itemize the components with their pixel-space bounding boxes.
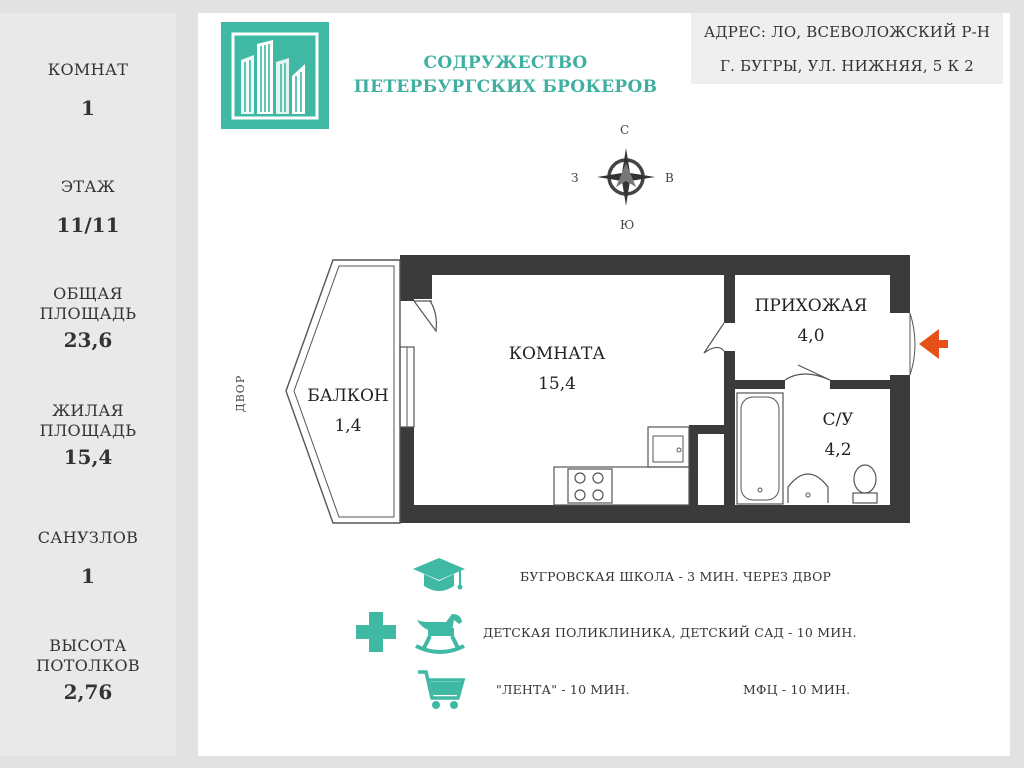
address-line: Г. БУГРЫ, УЛ. НИЖНЯЯ, 5 К 2 bbox=[719, 57, 975, 75]
spec-label: ВЫСОТА bbox=[49, 636, 127, 655]
spec-living-area: ЖИЛАЯ ПЛОЩАДЬ 15,4 bbox=[0, 401, 176, 469]
room-area: 4,0 bbox=[797, 326, 825, 346]
shopping-cart-icon bbox=[418, 670, 466, 709]
amenity-school: БУГРОВСКАЯ ШКОЛА - 3 МИН. ЧЕРЕЗ ДВОР bbox=[520, 569, 832, 584]
room-balcony: БАЛКОН 1,4 bbox=[298, 385, 398, 437]
spec-value: 23,6 bbox=[63, 328, 113, 352]
brand-line: СОДРУЖЕСТВО bbox=[423, 53, 588, 73]
courtyard-label: ДВОР bbox=[234, 374, 248, 413]
spec-value: 15,4 bbox=[63, 445, 113, 469]
room-area: 1,4 bbox=[334, 416, 362, 436]
graduation-cap-icon bbox=[413, 558, 465, 591]
address-box: АДРЕС: ЛО, ВСЕВОЛОЖСКИЙ Р-Н Г. БУГРЫ, УЛ… bbox=[691, 13, 1003, 84]
room-area: 15,4 bbox=[538, 374, 576, 394]
room-name: С/У bbox=[822, 410, 854, 430]
room-name: КОМНАТА bbox=[508, 344, 606, 364]
spec-label: ОБЩАЯ bbox=[53, 284, 123, 303]
address-line: АДРЕС: ЛО, ВСЕВОЛОЖСКИЙ Р-Н bbox=[703, 23, 991, 41]
spec-label: ЭТАЖ bbox=[60, 177, 116, 196]
spec-total-area: ОБЩАЯ ПЛОЩАДЬ 23,6 bbox=[0, 284, 176, 352]
amenity-mfc: МФЦ - 10 МИН. bbox=[743, 682, 851, 697]
spec-label: ПОТОЛКОВ bbox=[36, 656, 140, 675]
specs-sidebar: КОМНАТ 1 ЭТАЖ 11/11 ОБЩАЯ ПЛОЩАДЬ 23,6 Ж… bbox=[0, 13, 176, 756]
main-panel: СОДРУЖЕСТВО ПЕТЕРБУРГСКИХ БРОКЕРОВ АДРЕС… bbox=[198, 13, 1010, 756]
spec-label: САНУЗЛОВ bbox=[37, 528, 139, 547]
spec-label: КОМНАТ bbox=[47, 60, 129, 79]
compass-east: В bbox=[665, 171, 674, 185]
spec-floor: ЭТАЖ 11/11 bbox=[0, 177, 176, 237]
spec-bathrooms: САНУЗЛОВ 1 bbox=[0, 528, 176, 588]
spec-value: 1 bbox=[81, 564, 95, 588]
brand-logo bbox=[221, 22, 329, 129]
spec-label: ПЛОЩАДЬ bbox=[39, 304, 137, 323]
spec-value: 2,76 bbox=[63, 680, 113, 704]
spec-label: ПЛОЩАДЬ bbox=[39, 421, 137, 440]
spec-rooms: КОМНАТ 1 bbox=[0, 60, 176, 120]
compass-west: З bbox=[571, 171, 579, 185]
room-living: КОМНАТА 15,4 bbox=[502, 343, 612, 395]
entrance-arrow-icon bbox=[919, 329, 939, 359]
brand-title: СОДРУЖЕСТВО ПЕТЕРБУРГСКИХ БРОКЕРОВ bbox=[348, 51, 663, 99]
spec-ceiling-height: ВЫСОТА ПОТОЛКОВ 2,76 bbox=[0, 636, 176, 704]
floor-plan bbox=[285, 255, 948, 524]
spec-value: 1 bbox=[81, 96, 95, 120]
compass-rose-icon bbox=[597, 148, 655, 206]
medical-cross-icon bbox=[356, 612, 396, 652]
amenity-clinic: ДЕТСКАЯ ПОЛИКЛИНИКА, ДЕТСКИЙ САД - 10 МИ… bbox=[483, 625, 857, 640]
spec-label: ЖИЛАЯ bbox=[52, 401, 124, 420]
amenity-lenta: "ЛЕНТА" - 10 МИН. bbox=[496, 682, 630, 697]
rocking-horse-icon bbox=[415, 614, 465, 654]
spec-value: 11/11 bbox=[56, 213, 120, 237]
room-name: ПРИХОЖАЯ bbox=[754, 296, 868, 316]
compass-north: С bbox=[620, 123, 630, 137]
brand-line: ПЕТЕРБУРГСКИХ БРОКЕРОВ bbox=[353, 77, 658, 97]
room-name: БАЛКОН bbox=[307, 386, 389, 406]
room-hallway: ПРИХОЖАЯ 4,0 bbox=[746, 295, 876, 347]
room-area: 4,2 bbox=[824, 440, 852, 460]
compass-south: Ю bbox=[620, 218, 635, 232]
room-bathroom: С/У 4,2 bbox=[788, 409, 888, 461]
